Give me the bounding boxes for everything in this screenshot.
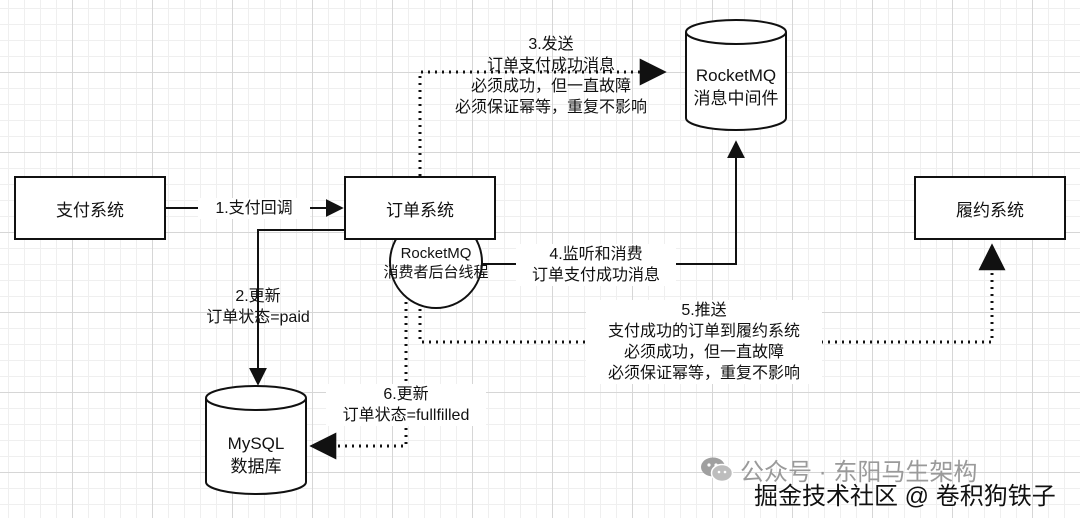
payment-system-node: 支付系统 bbox=[14, 176, 166, 240]
watermark-account: 公众号 · 东阳马生架构 bbox=[740, 459, 978, 486]
mysql-cylinder bbox=[205, 385, 307, 495]
wechat-icon bbox=[701, 457, 734, 483]
step4-label: 4.监听和消费 订单支付成功消息 bbox=[516, 244, 676, 286]
rocketmq-cylinder bbox=[685, 19, 787, 131]
fulfillment-system-node: 履约系统 bbox=[914, 176, 1066, 240]
edge-send-message bbox=[418, 58, 667, 176]
edge-update-paid bbox=[249, 229, 344, 386]
watermark: 公众号 · 东阳马生架构 掘金技术社区 @ 卷积狗铁子 bbox=[700, 452, 1070, 510]
step3-label: 3.发送 订单支付成功消息 必须成功，但一直故障 必须保证幂等，重复不影响 bbox=[454, 36, 647, 116]
fulfillment-system-label: 履约系统 bbox=[956, 200, 1024, 220]
rocketmq-label: RocketMQ 消息中间件 bbox=[693, 66, 779, 108]
step6-label: 6.更新 订单状态=fullfilled bbox=[326, 384, 486, 426]
step2-label: 2.更新 订单状态=paid bbox=[206, 288, 310, 326]
step5-label: 5.推送 支付成功的订单到履约系统 必须成功，但一直故障 必须保证幂等，重复不影… bbox=[586, 300, 822, 384]
mysql-label: MySQL 数据库 bbox=[227, 434, 285, 476]
order-system-label: 订单系统 bbox=[386, 200, 454, 220]
order-system-node: 订单系统 bbox=[344, 176, 496, 240]
payment-system-label: 支付系统 bbox=[56, 200, 124, 220]
watermark-source: 掘金技术社区 @ 卷积狗铁子 bbox=[754, 483, 1056, 510]
step1-label: 1.支付回调 bbox=[198, 198, 310, 219]
consumer-thread-label: RocketMQ 消费者后台线程 bbox=[383, 245, 489, 281]
edge-push-fulfillment bbox=[418, 243, 1006, 344]
